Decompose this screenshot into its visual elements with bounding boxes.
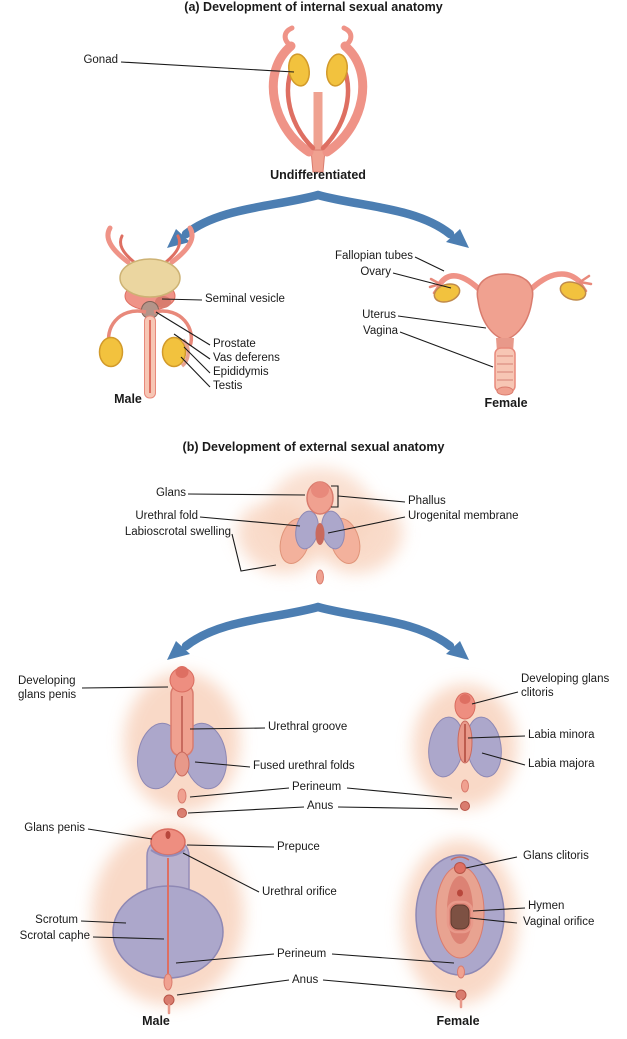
female-caption-a: Female <box>484 396 528 410</box>
final-female-figure <box>402 840 518 1009</box>
hymen-ring <box>446 900 474 934</box>
labioscrotal-swelling-label: Labioscrotal swelling <box>124 526 231 538</box>
perineum-final-male <box>163 973 173 991</box>
prepuce-shape <box>150 849 186 857</box>
developing-glans-penis-label: Developing glans penis <box>18 675 77 702</box>
perineum-mid-label: Perineum <box>292 781 342 793</box>
uterus-label: Uterus <box>362 309 396 321</box>
undifferentiated-label: Undifferentiated <box>270 168 366 182</box>
vagina-shape <box>494 347 516 393</box>
perineum-final-label: Perineum <box>277 948 327 960</box>
fallopian-tube-right <box>525 271 583 295</box>
fallopian-tubes-label: Fallopian tubes <box>335 250 413 262</box>
vas-deferens-right <box>153 309 194 347</box>
urethral-groove-label: Urethral groove <box>268 721 348 733</box>
seminal-vesicle-label: Seminal vesicle <box>205 293 285 305</box>
branching-arrow-b <box>167 602 469 660</box>
fused-urethral-folds-shape <box>174 751 190 777</box>
male-caption-a: Male <box>114 392 142 406</box>
anus-mid-male <box>177 808 187 818</box>
anus-final-label: Anus <box>292 974 319 986</box>
urogenital-membrane-label: Urogenital membrane <box>408 510 519 522</box>
prostate-label: Prostate <box>213 338 256 350</box>
undifferentiated-internal-figure <box>268 25 368 173</box>
undifferentiated-external-figure <box>237 468 403 585</box>
testis-label: Testis <box>213 380 243 392</box>
ovary-label: Ovary <box>360 266 391 278</box>
hymen-label: Hymen <box>528 900 565 912</box>
vaginal-orifice-shape <box>450 904 470 930</box>
phallus-label: Phallus <box>408 495 446 507</box>
branching-arrow-a <box>167 190 469 248</box>
gonad-right <box>326 53 348 87</box>
labia-minora-label: Labia minora <box>528 729 595 741</box>
urogenital-membrane-shape <box>315 523 325 545</box>
intermediate-female-figure <box>413 684 517 811</box>
labia-majora-label: Labia majora <box>528 758 595 770</box>
perineum-final-female <box>457 965 465 979</box>
final-male-figure <box>92 825 244 1015</box>
anus-final-female <box>455 989 467 1001</box>
anus-mid-label: Anus <box>307 800 334 812</box>
urethral-fold-label: Urethral fold <box>135 510 198 522</box>
urethral-orifice-label: Urethral orifice <box>262 886 337 898</box>
female-internal-figure <box>428 271 593 396</box>
glans-clitoris-label: Glans clitoris <box>523 850 589 862</box>
female-caption-b: Female <box>436 1014 480 1028</box>
section-b-title: (b) Development of external sexual anato… <box>182 440 445 454</box>
male-internal-figure <box>98 225 195 399</box>
vagina-label: Vagina <box>363 325 398 337</box>
urethral-orifice-female <box>457 889 463 897</box>
ovary-right <box>559 281 587 301</box>
glans-penis-label: Glans penis <box>24 822 85 834</box>
glans-label: Glans <box>155 487 186 499</box>
fused-urethral-folds-label: Fused urethral folds <box>253 760 355 772</box>
vaginal-orifice-label: Vaginal orifice <box>523 916 595 928</box>
scrotal-caphe-label: Scrotal caphe <box>19 930 90 942</box>
fallopian-tube-left <box>437 273 485 295</box>
anus-final-male <box>163 994 175 1006</box>
prepuce-label: Prepuce <box>277 841 320 853</box>
ovary-left <box>433 283 461 303</box>
perineum-mid-female <box>461 779 469 793</box>
leader-lines <box>80 61 526 996</box>
testis-right <box>161 336 187 368</box>
testis-left <box>98 336 124 368</box>
glans-clitoris-shape <box>454 862 466 874</box>
vas-deferens-label: Vas deferens <box>213 352 280 364</box>
scrotum-label: Scrotum <box>35 914 78 926</box>
urethral-orifice-male <box>165 831 171 839</box>
intermediate-male-figure <box>124 666 240 818</box>
bladder-shape <box>119 258 181 298</box>
anus-mid-female <box>460 801 470 811</box>
uterus-shape <box>476 273 534 341</box>
male-caption-b: Male <box>142 1014 170 1028</box>
gonad-label: Gonad <box>83 54 118 66</box>
section-a-title: (a) Development of internal sexual anato… <box>184 0 443 14</box>
perineum-mid-male <box>177 788 187 804</box>
epididymis-label: Epididymis <box>213 366 269 378</box>
developing-glans-clitoris-label: Developing glans clitoris <box>521 673 610 700</box>
